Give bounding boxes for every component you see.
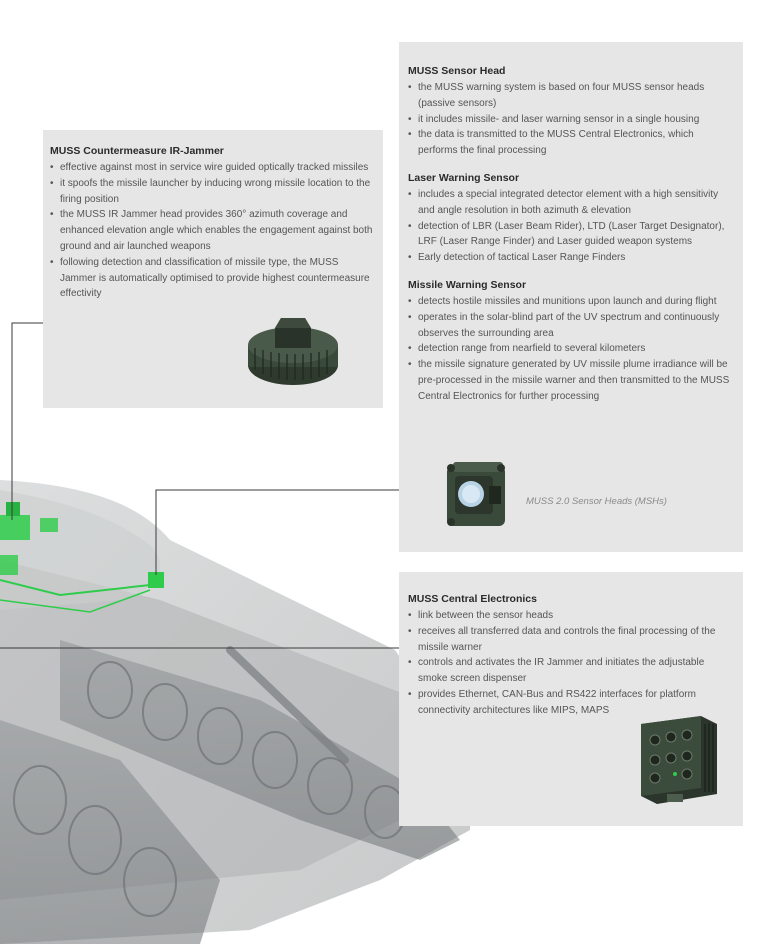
sensor-head-title: MUSS Sensor Head xyxy=(408,65,506,77)
sensor-head-panel: MUSS Sensor Head the MUSS warning system… xyxy=(399,42,743,552)
list-item: operates in the solar-blind part of the … xyxy=(408,310,735,342)
laser-warning-bullets: includes a special integrated detector e… xyxy=(408,187,735,266)
list-item: following detection and classification o… xyxy=(50,255,375,302)
central-electronics-panel: MUSS Central Electronics link between th… xyxy=(399,572,743,826)
central-electronics-title: MUSS Central Electronics xyxy=(408,593,537,605)
sensor-head-bullets: the MUSS warning system is based on four… xyxy=(408,80,735,159)
tank-sensors xyxy=(0,502,164,613)
list-item: link between the sensor heads xyxy=(408,608,735,624)
list-item: receives all transferred data and contro… xyxy=(408,624,735,656)
missile-warning-bullets: detects hostile missiles and munitions u… xyxy=(408,294,735,405)
list-item: the missile signature generated by UV mi… xyxy=(408,357,735,404)
list-item: the data is transmitted to the MUSS Cent… xyxy=(408,127,735,159)
list-item: Early detection of tactical Laser Range … xyxy=(408,250,735,266)
list-item: includes a special integrated detector e… xyxy=(408,187,735,219)
list-item: it spoofs the missile launcher by induci… xyxy=(50,176,375,208)
jammer-panel: MUSS Countermeasure IR-Jammer effective … xyxy=(43,130,383,408)
list-item: detection range from nearfield to severa… xyxy=(408,341,735,357)
jammer-title: MUSS Countermeasure IR-Jammer xyxy=(50,145,224,157)
connector-lines xyxy=(0,322,400,649)
list-item: detection of LBR (Laser Beam Rider), LTD… xyxy=(408,219,735,251)
list-item: effective against most in service wire g… xyxy=(50,160,375,176)
list-item: the MUSS warning system is based on four… xyxy=(408,80,735,112)
list-item: detects hostile missiles and munitions u… xyxy=(408,294,735,310)
central-electronics-image xyxy=(641,716,717,804)
jammer-bullets: effective against most in service wire g… xyxy=(50,160,375,302)
central-electronics-bullets: link between the sensor heads receives a… xyxy=(408,608,735,719)
list-item: provides Ethernet, CAN-Bus and RS422 int… xyxy=(408,687,735,719)
missile-warning-title: Missile Warning Sensor xyxy=(408,278,527,291)
laser-warning-title: Laser Warning Sensor xyxy=(408,171,520,184)
sensor-head-section: MUSS Sensor Head the MUSS warning system… xyxy=(408,64,735,159)
list-item: it includes missile- and laser warning s… xyxy=(408,112,735,128)
ir-jammer-image xyxy=(248,318,338,385)
list-item: the MUSS IR Jammer head provides 360° az… xyxy=(50,207,375,254)
missile-warning-section: Missile Warning Sensor detects hostile m… xyxy=(408,278,735,405)
list-item: controls and activates the IR Jammer and… xyxy=(408,655,735,687)
tank-tracks xyxy=(0,640,460,944)
sensor-head-image xyxy=(447,462,505,526)
sensor-heads-caption: MUSS 2.0 Sensor Heads (MSHs) xyxy=(526,496,667,507)
laser-warning-section: Laser Warning Sensor includes a special … xyxy=(408,171,735,266)
